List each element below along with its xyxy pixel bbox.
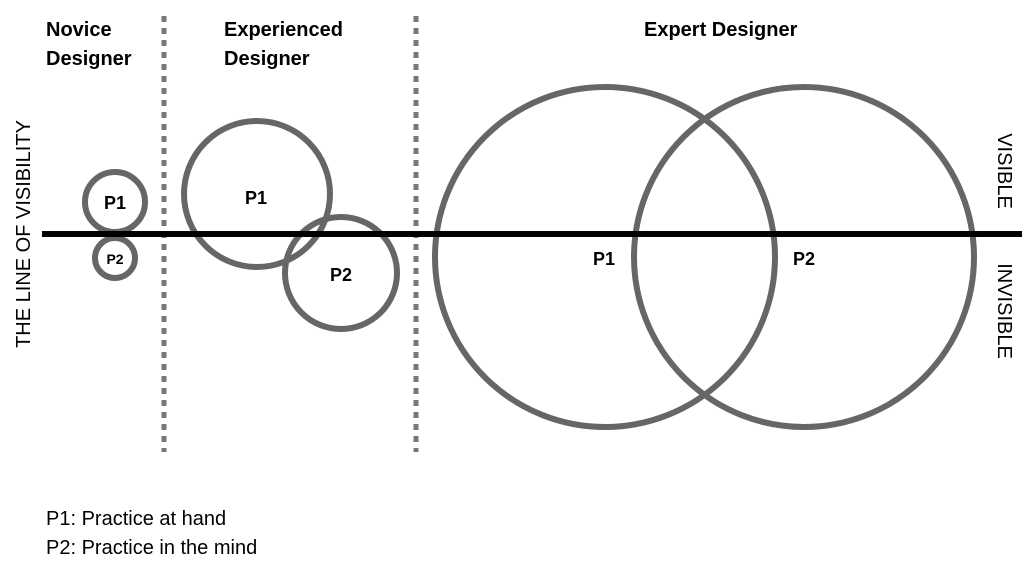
experienced-p2-circle [282,214,400,332]
novice-p2-label: P2 [106,251,123,267]
experienced-p2-label: P2 [330,265,352,285]
visible-label: VISIBLE [993,133,1015,209]
experienced-p1-circle [181,118,333,270]
header-experienced-line1: Experienced [224,19,343,41]
expert-p2-circle [631,84,977,430]
legend-p1: P1: Practice at hand [46,508,227,530]
novice-p1-label: P1 [104,193,126,213]
header-expert: Expert Designer [644,19,798,41]
invisible-label: INVISIBLE [993,263,1015,359]
legend-p2: P2: Practice in the mind [46,537,258,559]
novice-p2-circle [92,235,138,281]
header-novice-line1: Novice [46,19,112,41]
header-novice-line2: Designer [46,48,132,70]
line-of-visibility-label: THE LINE OF VISIBILITY [13,120,35,348]
expert-p1-circle [432,84,778,430]
expert-p2-label: P2 [793,249,815,269]
header-experienced-line2: Designer [224,48,310,70]
expert-p1-label: P1 [593,249,615,269]
experienced-p1-label: P1 [245,188,267,208]
